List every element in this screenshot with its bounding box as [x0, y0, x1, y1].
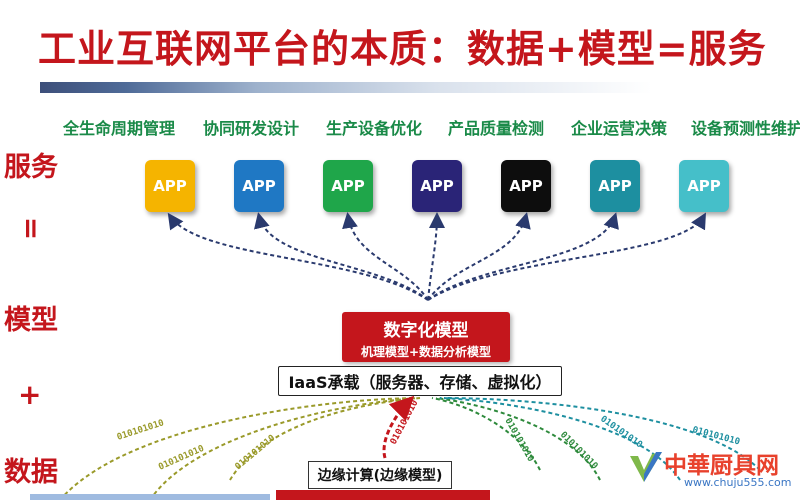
bottom-red-bar	[276, 490, 490, 500]
arrow-to-app-quality	[427, 212, 445, 301]
app-tile-production[interactable]: APP	[323, 160, 373, 212]
digital-model-title: 数字化模型	[383, 321, 469, 341]
arrow-to-app-production	[342, 212, 429, 301]
app-tile-quality[interactable]: APP	[412, 160, 462, 212]
digital-model-subtitle: 机理模型+数据分析模型	[360, 345, 492, 359]
side-label-data: 数据	[4, 457, 58, 488]
bits-label-8: 010101010	[691, 425, 741, 447]
arrow-to-app-extra	[427, 212, 706, 301]
arrow-to-app-maintenance	[427, 212, 619, 301]
app-tile-extra[interactable]: APP	[679, 160, 729, 212]
side-label-model: 模型	[4, 305, 58, 336]
app-tile-lifecycle[interactable]: APP	[145, 160, 195, 212]
arrow-to-app-lifecycle	[167, 212, 429, 301]
bottom-blue-bar	[30, 494, 270, 500]
watermark-url: www.chuju555.com	[684, 476, 792, 489]
page-title: 工业互联网平台的本质：数据+模型=服务	[38, 27, 767, 71]
stream-teal-2	[443, 397, 761, 471]
stream-green-2	[435, 397, 601, 481]
title-underline	[40, 82, 760, 93]
stream-teal-1	[439, 397, 681, 481]
bits-label-1: 010101010	[116, 418, 165, 443]
bits-label-6: 010101010	[558, 430, 600, 472]
app-label-rnd: 协同研发设计	[203, 119, 300, 138]
edge-computing-box: 边缘计算(边缘模型)	[308, 461, 452, 489]
app-tile-maintenance[interactable]: APP	[590, 160, 640, 212]
app-label-quality: 产品质量检测	[448, 119, 545, 138]
side-plus-sign: +	[18, 378, 42, 411]
iaas-box: IaaS承载（服务器、存储、虚拟化）	[278, 366, 562, 396]
stream-green-1	[431, 397, 541, 471]
app-label-operations: 企业运营决策	[571, 119, 668, 138]
app-tile-rnd[interactable]: APP	[234, 160, 284, 212]
app-label-lifecycle: 全生命周期管理	[63, 119, 176, 138]
side-label-service: 服务	[4, 152, 58, 183]
watermark-brand: 中華厨具网	[664, 453, 779, 479]
digital-model-box: 数字化模型 机理模型+数据分析模型	[342, 312, 510, 362]
stream-olive-2	[149, 397, 419, 500]
app-label-production: 生产设备优化	[326, 119, 423, 138]
edge-arrow-up	[382, 395, 415, 459]
watermark-logo-icon	[630, 452, 662, 482]
arrow-to-app-operations	[427, 212, 531, 301]
app-tile-operations[interactable]: APP	[501, 160, 551, 212]
bits-label-7: 010101010	[598, 414, 644, 450]
stream-olive-1	[59, 397, 416, 500]
bits-label-3: 010101010	[234, 433, 278, 472]
app-label-maintenance: 设备预测性维护	[691, 119, 800, 138]
arrow-to-app-rnd	[254, 212, 429, 301]
